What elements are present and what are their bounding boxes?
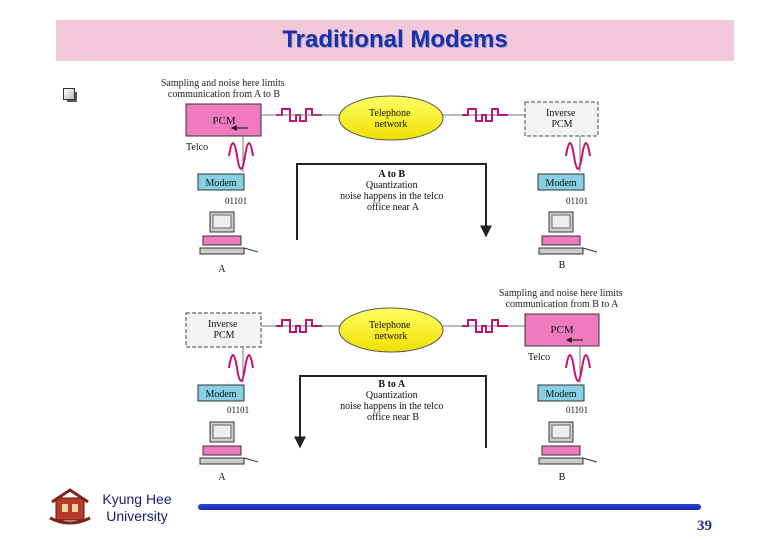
bottom-left-computer-icon	[199, 421, 259, 465]
svg-text:01101: 01101	[566, 405, 588, 415]
svg-text:Telco: Telco	[528, 352, 550, 363]
bottom-right-computer-icon	[538, 421, 598, 465]
svg-text:Telephone network: Telephone network	[369, 320, 413, 342]
top-inverse-pcm-box	[524, 101, 599, 137]
svg-text:B to A Quantization: B to A Quantization noise happens in the…	[340, 379, 446, 423]
bullet-icon	[63, 88, 77, 102]
top-left-computer-icon	[199, 211, 259, 255]
bottom-inverse-pcm-box	[185, 312, 262, 348]
university-name: Kyung Hee University	[96, 491, 178, 525]
svg-text:B: B	[559, 260, 566, 271]
svg-text:Modem: Modem	[545, 389, 576, 400]
page-number: 39	[697, 518, 712, 534]
svg-text:01101: 01101	[225, 196, 247, 206]
svg-text:A to B Quantization: A to B Quantization noise happens in the…	[340, 169, 446, 213]
university-logo-icon	[49, 488, 91, 525]
svg-text:Telephone network: Telephone network	[369, 108, 413, 130]
top-cloud	[338, 95, 444, 141]
top-note-line1: Sampling and noise here limits	[161, 78, 285, 89]
university-line2: University	[106, 508, 168, 524]
footer-divider	[198, 504, 701, 510]
svg-text:Modem: Modem	[205, 389, 236, 400]
bottom-pcm-box	[524, 313, 600, 347]
svg-text:Sampling and noise here limits: Sampling and noise here limits communica…	[161, 78, 287, 100]
top-right-modem	[537, 173, 585, 191]
svg-text:A: A	[218, 264, 226, 275]
panel-bottom: Sampling and noise here limits communica…	[185, 288, 625, 483]
top-pcm-label: PCM	[212, 115, 235, 127]
top-pcm-box	[185, 103, 262, 137]
bottom-right-modem	[537, 384, 585, 402]
top-left-modem	[197, 173, 245, 191]
title-bar: Traditional Modems	[56, 20, 734, 61]
university-line1: Kyung Hee	[102, 491, 172, 507]
svg-text:Modem: Modem	[545, 178, 576, 189]
slide-title: Traditional Modems	[282, 26, 508, 53]
top-note-line2: communication from A to B	[168, 89, 281, 100]
svg-text:B: B	[559, 472, 566, 483]
svg-text:Inverse PCM: Inverse PCM	[208, 319, 240, 341]
svg-text:01101: 01101	[227, 405, 249, 415]
bottom-left-modem	[197, 384, 245, 402]
top-right-computer-icon	[538, 211, 598, 255]
svg-text:Sampling and noise here limits: Sampling and noise here limits communica…	[499, 288, 625, 310]
svg-text:01101: 01101	[566, 196, 588, 206]
svg-text:Inverse PCM: Inverse PCM	[546, 108, 578, 130]
panel-top: Sampling and noise here limits communica…	[161, 78, 599, 275]
svg-text:A: A	[218, 472, 226, 483]
bottom-cloud	[338, 307, 444, 353]
svg-text:Modem: Modem	[205, 178, 236, 189]
svg-text:Telco: Telco	[186, 142, 208, 153]
svg-text:PCM: PCM	[550, 324, 573, 336]
